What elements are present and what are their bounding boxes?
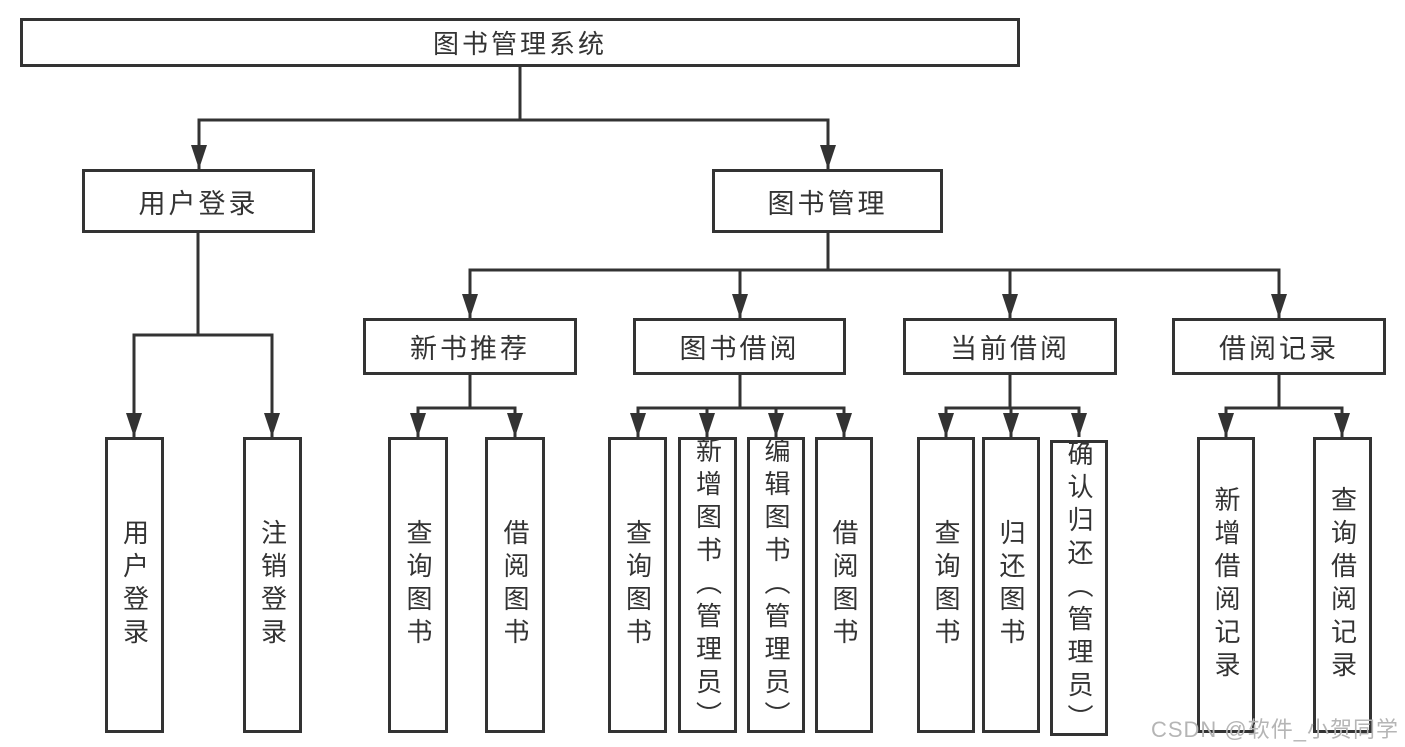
- connector: [1277, 375, 1350, 437]
- node-leaf-add-book-admin: 新增图书（管理员）: [678, 436, 737, 734]
- node-label: 查询图书: [622, 519, 653, 651]
- node-label: 确认归还（管理员）: [1064, 439, 1094, 737]
- node-label: 新增借阅记录: [1211, 486, 1241, 684]
- node-label: 归还图书: [996, 519, 1026, 651]
- node-label: 查询图书: [403, 519, 433, 651]
- node-leaf-return-books: 归还图书: [982, 437, 1040, 733]
- node-label: 借阅图书: [829, 519, 859, 651]
- node-label: 图书借阅: [679, 334, 800, 364]
- connector: [738, 375, 784, 437]
- connector: [1008, 375, 1087, 437]
- node-leaf-edit-book-admin: 编辑图书（管理员）: [747, 436, 805, 734]
- node-user-login: 用户登录: [82, 169, 315, 233]
- connector: [191, 67, 522, 169]
- node-leaf-borrow-books: 借阅图书: [815, 437, 873, 733]
- node-leaf-query-books-borrow: 查询图书: [608, 437, 667, 733]
- connector: [126, 233, 200, 437]
- connector: [738, 375, 852, 437]
- connector: [826, 233, 1287, 318]
- node-label: 图书管理系统: [432, 29, 607, 59]
- node-leaf-query-borrow-record: 查询借阅记录: [1313, 437, 1372, 733]
- node-label: 新增图书（管理员）: [692, 436, 723, 734]
- connector: [196, 233, 280, 437]
- connector: [1003, 375, 1019, 437]
- node-leaf-confirm-return-admin: 确认归还（管理员）: [1050, 439, 1108, 737]
- node-new-book-recommend: 新书推荐: [363, 318, 577, 375]
- node-book-borrow: 图书借阅: [633, 318, 846, 375]
- node-leaf-query-books-recommend: 查询图书: [388, 437, 448, 733]
- node-label: 当前借阅: [950, 334, 1070, 364]
- node-root-system: 图书管理系统: [20, 18, 1020, 67]
- node-label: 借阅图书: [500, 519, 530, 651]
- node-label: 查询图书: [931, 519, 961, 651]
- node-leaf-borrow-books-recommend: 借阅图书: [485, 437, 545, 733]
- connector: [699, 375, 742, 437]
- node-label: 用户登录: [119, 519, 150, 651]
- node-label: 新书推荐: [410, 334, 530, 364]
- connector: [462, 233, 830, 318]
- node-leaf-add-borrow-record: 新增借阅记录: [1197, 437, 1255, 733]
- node-leaf-logout: 注销登录: [243, 437, 302, 733]
- node-label: 查询借阅记录: [1327, 486, 1358, 684]
- watermark: CSDN @软件_小贺同学: [1150, 717, 1399, 742]
- node-leaf-user-login: 用户登录: [105, 437, 164, 733]
- node-leaf-query-books-current: 查询图书: [917, 437, 975, 733]
- connector: [938, 375, 1012, 437]
- connector: [518, 67, 836, 169]
- node-label: 用户登录: [138, 188, 259, 219]
- connector: [1218, 375, 1281, 437]
- node-label: 编辑图书（管理员）: [761, 436, 791, 734]
- node-current-borrow: 当前借阅: [903, 318, 1117, 375]
- node-label: 图书管理: [767, 188, 888, 219]
- connector: [630, 375, 742, 437]
- node-book-management: 图书管理: [712, 169, 943, 233]
- connector: [732, 233, 830, 318]
- connector: [410, 375, 472, 437]
- node-borrow-records: 借阅记录: [1172, 318, 1386, 375]
- connector: [826, 233, 1018, 318]
- node-label: 注销登录: [257, 519, 288, 651]
- node-label: 借阅记录: [1219, 334, 1339, 364]
- connector: [468, 375, 523, 437]
